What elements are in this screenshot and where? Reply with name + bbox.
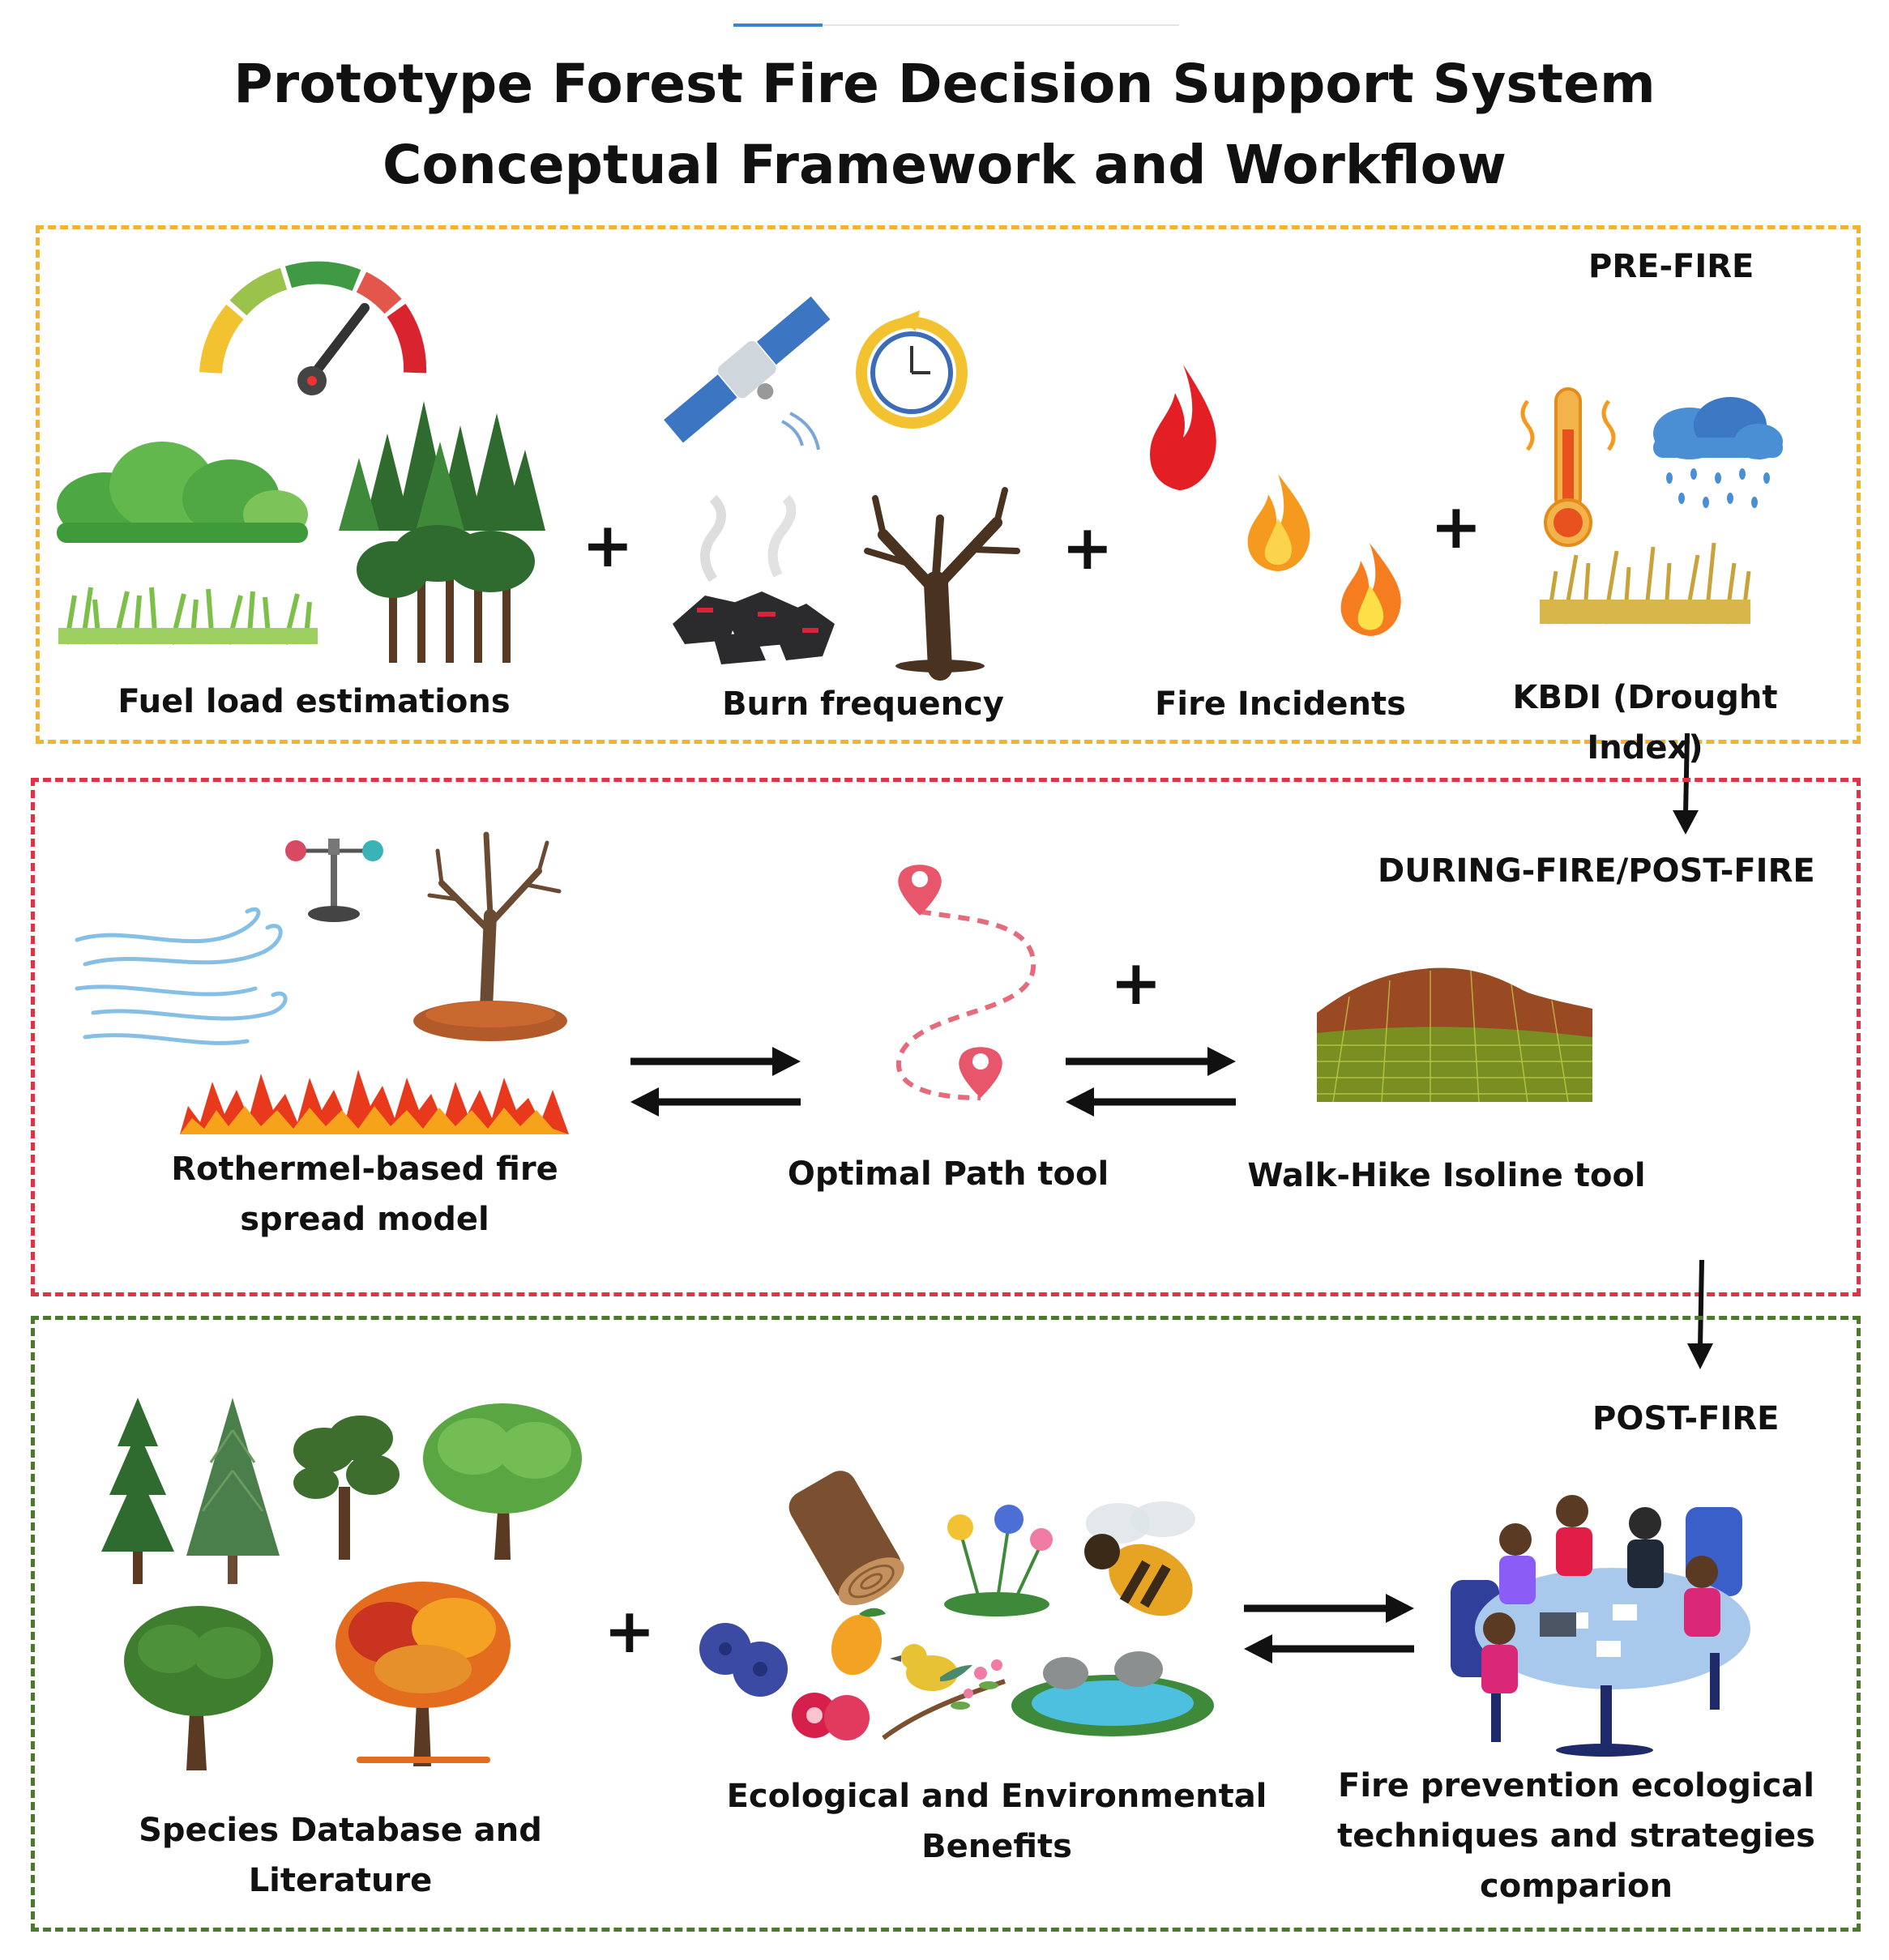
plus-operator: + (604, 1595, 656, 1667)
conifer-tree-icon (186, 1398, 280, 1584)
dead-tree-icon (864, 487, 1020, 681)
walk-hike-label: Walk-Hike Isoline tool (1247, 1157, 1646, 1194)
species-database-label: Species Database and Literature (139, 1812, 542, 1899)
flame-icon (1340, 543, 1401, 636)
fire-incidents-label: Fire Incidents (1155, 685, 1406, 723)
post-fire-phase-label: POST-FIRE (1592, 1400, 1780, 1437)
berries-icon (792, 1693, 870, 1740)
meeting-table-icon (1451, 1495, 1750, 1757)
during-fire-phase-label: DURING-FIRE/POST-FIRE (1378, 852, 1815, 890)
autumn-tree-icon (335, 1582, 511, 1766)
fuel-load-label: Fuel load estimations (118, 683, 511, 720)
plus-operator: + (1062, 511, 1113, 583)
terrain-mesh-icon (1317, 967, 1592, 1103)
anemometer-icon (285, 839, 383, 922)
wind-icon (75, 907, 288, 1045)
rothermel-label: Rothermel-based fire spread model (146, 1144, 583, 1245)
fire-prevention-label-line1: Fire prevention ecological (1338, 1767, 1814, 1804)
kbdi-label: KBDI (Drought Index) (1512, 679, 1778, 766)
plus-operator: + (1110, 946, 1162, 1018)
during-fire-panel (31, 778, 1861, 1296)
flame-icon (1247, 474, 1310, 571)
bird-icon (882, 1644, 1006, 1740)
pre-fire-panel (36, 225, 1861, 744)
bidirectional-arrows-icon (630, 1047, 801, 1117)
pre-fire-phase-label: PRE-FIRE (1588, 248, 1754, 285)
bee-icon (1084, 1501, 1195, 1616)
mango-icon (831, 1608, 886, 1676)
broadleaf-tree-icon (124, 1606, 273, 1770)
rain-cloud-icon (1653, 397, 1783, 508)
route-path-icon (895, 865, 1036, 1100)
ecological-benefits-label-line1: Ecological and Environmental (726, 1778, 1267, 1815)
flame-icon (1150, 365, 1216, 490)
map-pin-icon (898, 865, 942, 916)
ecological-benefits-label: Ecological and Environmental Benefits (713, 1771, 1280, 1872)
conifer-tree-icon (101, 1398, 174, 1584)
conifer-trees-icon (339, 401, 545, 531)
grass-icon (58, 587, 318, 645)
ecological-benefits-label-line2: Benefits (921, 1828, 1072, 1865)
gauge-icon (199, 261, 427, 395)
broadleaf-tree-icon (423, 1403, 582, 1560)
berries-icon (699, 1623, 788, 1697)
satellite-icon (660, 293, 834, 451)
deciduous-trees-icon (357, 525, 535, 663)
rothermel-label-line2: spread model (240, 1201, 489, 1238)
broadleaf-tree-icon (293, 1416, 400, 1560)
dead-tree-icon (413, 831, 567, 1041)
burn-frequency-label: Burn frequency (722, 685, 1004, 723)
fire-prevention-label: Fire prevention ecological techniques an… (1293, 1761, 1860, 1911)
fire-prevention-label-line3: comparion (1480, 1868, 1673, 1905)
fire-prevention-label-line2: techniques and strategies (1337, 1817, 1815, 1855)
charcoal-icon (673, 494, 835, 664)
top-divider-accent (733, 23, 823, 27)
flow-arrow-down-icon (1687, 1259, 1713, 1369)
log-icon (789, 1471, 904, 1606)
diagram-title-line2: Conceptual Framework and Workflow (383, 134, 1506, 196)
rothermel-label-line1: Rothermel-based fire (171, 1151, 558, 1188)
optimal-path-label: Optimal Path tool (787, 1155, 1109, 1193)
bidirectional-arrows-icon (1244, 1594, 1414, 1663)
plus-operator: + (582, 509, 634, 581)
dry-grass-icon (1540, 542, 1751, 625)
flowers-icon (944, 1505, 1053, 1616)
plus-operator: + (1430, 490, 1482, 562)
thermometer-icon (1520, 387, 1616, 547)
bidirectional-arrows-icon (1066, 1047, 1236, 1117)
pond-icon (1011, 1651, 1214, 1736)
shrub-icon (57, 442, 308, 543)
diagram-title-line1: Prototype Forest Fire Decision Support S… (233, 53, 1656, 115)
fire-line-icon (180, 1070, 569, 1134)
flow-arrow-down-icon (1673, 732, 1699, 835)
post-fire-panel (31, 1316, 1861, 1932)
top-divider (733, 24, 1179, 26)
time-cycle-icon (856, 310, 968, 429)
